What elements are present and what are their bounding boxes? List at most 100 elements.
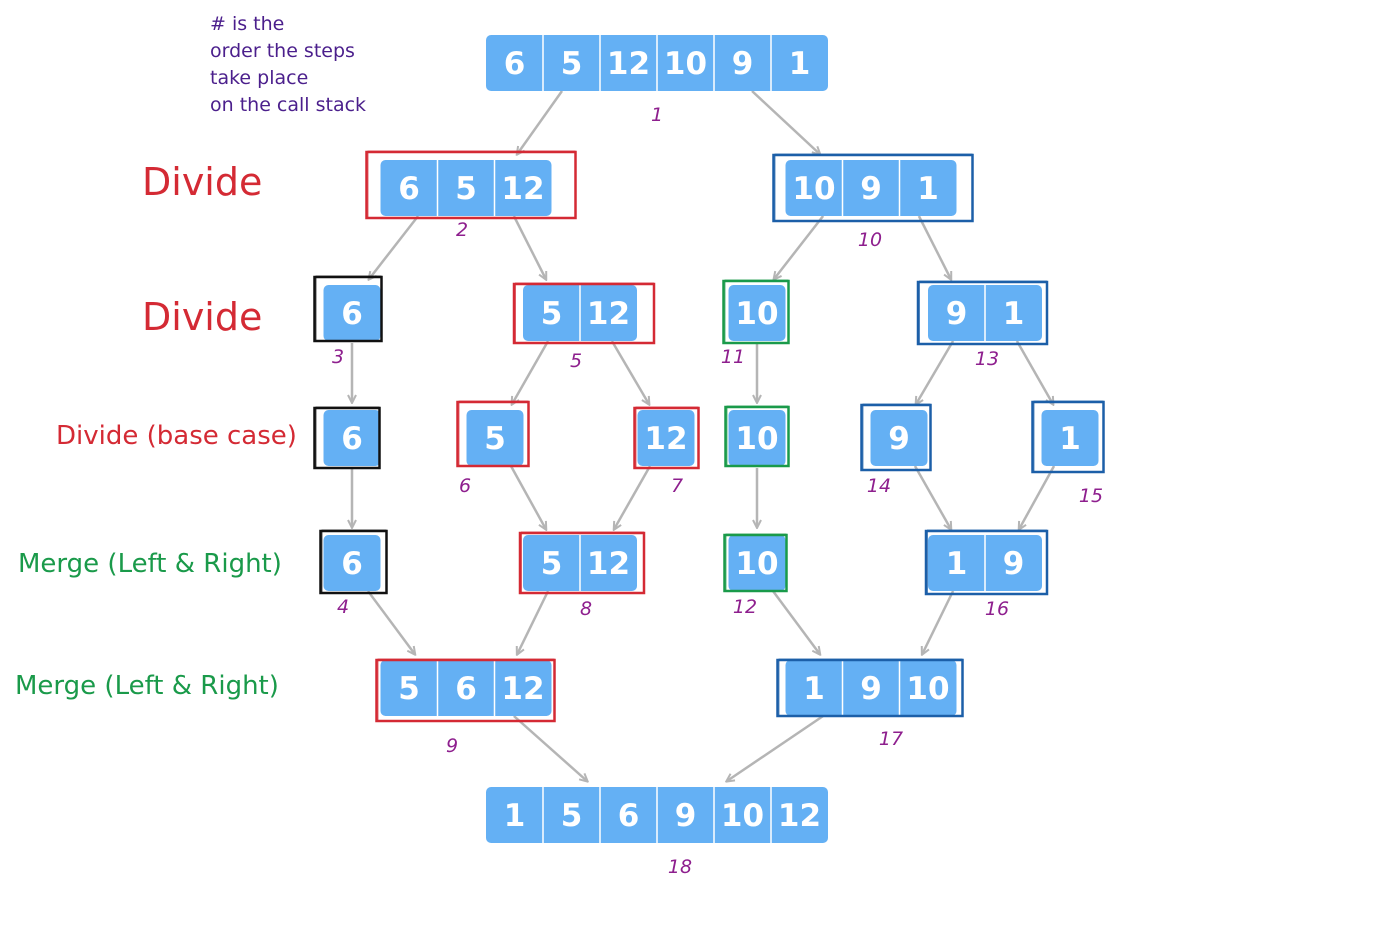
arrow-n13-to-n14 — [916, 340, 955, 404]
arrow-n16-to-n17 — [922, 590, 955, 654]
array-cell-value: 5 — [455, 171, 477, 207]
array-cell-value: 5 — [561, 798, 583, 834]
array-cell-value: 12 — [607, 46, 650, 82]
step-number: 11 — [721, 346, 745, 368]
array-cell-value: 10 — [735, 421, 778, 457]
array-cell-value: 5 — [541, 296, 563, 332]
array-strip — [870, 410, 928, 466]
array-node-n6: 56 — [456, 400, 530, 497]
frame-sketch-line — [315, 406, 380, 469]
array-cell-value: 12 — [501, 171, 544, 207]
arrow-n12-to-n17 — [771, 590, 820, 654]
frame-sketch-line — [726, 405, 789, 467]
array-cell-value: 9 — [888, 421, 910, 457]
array-cell-value: 1 — [917, 171, 939, 207]
array-cell-value: 9 — [860, 171, 882, 207]
array-node-n3b: 6 — [313, 406, 381, 470]
frame-sketch-line — [315, 275, 382, 342]
step-number: 16 — [985, 598, 1009, 620]
array-cell-value: 6 — [341, 296, 363, 332]
array-cell-value: 10 — [792, 171, 835, 207]
step-number: 18 — [668, 856, 692, 878]
step-number: 15 — [1079, 485, 1103, 507]
array-strip — [380, 660, 552, 716]
arrow-n13-to-n15 — [1015, 340, 1053, 404]
array-cell-value: 12 — [644, 421, 687, 457]
call-stack-note: # is the order the steps take place on t… — [210, 13, 366, 116]
array-cell-value: 5 — [484, 421, 506, 457]
arrow-n17-to-n18 — [727, 714, 824, 781]
step-number: 12 — [733, 596, 757, 618]
array-strip — [728, 535, 786, 591]
arrow-n8-to-n9 — [517, 590, 550, 654]
array-cell-value: 9 — [675, 798, 697, 834]
note-line-3: take place — [210, 67, 308, 89]
row-label-merge-1: Merge (Left & Right) — [18, 549, 282, 579]
array-cell-value: 1 — [789, 46, 811, 82]
step-number: 17 — [879, 728, 903, 750]
array-strip — [785, 660, 957, 716]
array-cell-value: 1 — [946, 546, 968, 582]
array-cell-value: 1 — [504, 798, 526, 834]
arrow-n10-to-n11 — [774, 215, 825, 279]
row-label-merge-2: Merge (Left & Right) — [15, 671, 279, 701]
array-cell-value: 9 — [946, 296, 968, 332]
array-strip — [323, 285, 381, 341]
frame-sketch-line — [725, 533, 787, 592]
arrow-n5-to-n6 — [512, 340, 550, 404]
array-strip — [323, 535, 381, 591]
array-strip — [728, 285, 786, 341]
arrow-n9-to-n18 — [513, 715, 587, 781]
array-node-n11b: 10 — [724, 405, 790, 468]
frame-sketch-line — [521, 531, 644, 594]
array-node-n4: 64 — [319, 529, 388, 618]
array-cell-value: 10 — [664, 46, 707, 82]
array-node-n7: 12 7 — [633, 406, 700, 497]
array-cell-value: 5 — [541, 546, 563, 582]
array-cell-value: 1 — [1003, 296, 1025, 332]
array-cell-value: 10 — [721, 798, 764, 834]
step-number: 9 — [446, 735, 458, 757]
array-strip — [728, 410, 786, 466]
array-cell-value: 9 — [860, 671, 882, 707]
arrow-n1-to-n2 — [517, 90, 564, 154]
frame-sketch-line — [778, 658, 963, 717]
row-label-divide-1: Divide — [142, 160, 262, 204]
arrow-n15-to-n16 — [1019, 465, 1056, 529]
arrow-n7-to-n8 — [614, 465, 652, 529]
frame-sketch-line — [774, 153, 973, 222]
arrows-layer — [352, 90, 1056, 781]
array-cell-value: 9 — [1003, 546, 1025, 582]
array-cell-value: 10 — [906, 671, 949, 707]
note-line-2: order the steps — [210, 40, 355, 62]
arrow-n10-to-n13 — [917, 215, 951, 279]
arrow-n1-to-n10 — [751, 90, 820, 154]
array-cell-value: 5 — [561, 46, 583, 82]
arrow-n5-to-n7 — [610, 340, 649, 404]
step-number: 7 — [671, 475, 683, 497]
array-cell-value: 6 — [455, 671, 477, 707]
step-number: 3 — [332, 346, 344, 368]
frame-sketch-line — [724, 279, 789, 344]
step-number: 13 — [975, 348, 999, 370]
array-strip — [466, 410, 524, 466]
frame-sketch-line — [377, 658, 555, 722]
array-strip — [1041, 410, 1099, 466]
note-line-1: # is the — [210, 13, 284, 35]
array-cell-value: 12 — [501, 671, 544, 707]
frame-sketch-line — [458, 400, 529, 467]
array-strip — [323, 410, 381, 466]
frame-sketch-line — [515, 282, 654, 344]
step-number: 4 — [337, 596, 349, 618]
